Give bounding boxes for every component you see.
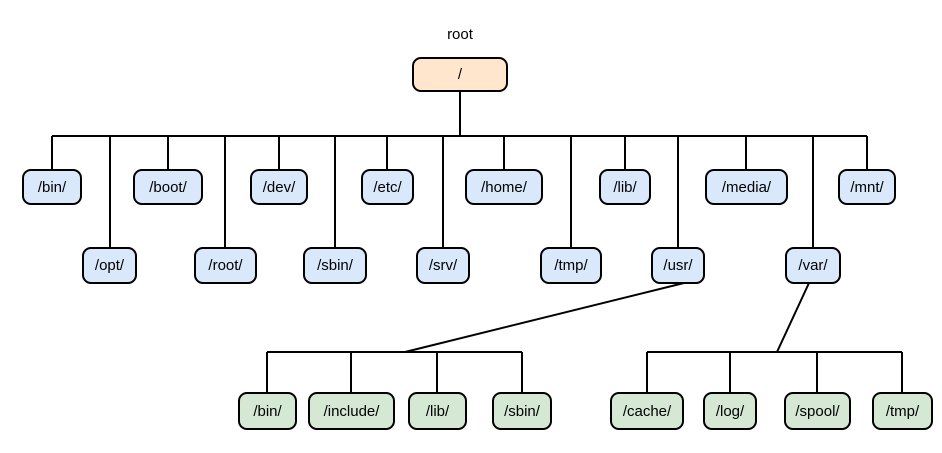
node-boot: /boot/ [133, 169, 203, 205]
node-srv: /srv/ [416, 247, 470, 284]
node-usr: /usr/ [651, 247, 705, 284]
node-root: / [412, 57, 508, 92]
node-root-dir: /root/ [194, 247, 257, 284]
node-home: /home/ [465, 169, 543, 205]
node-tmp: /tmp/ [540, 247, 602, 284]
node-var-cache: /cache/ [610, 392, 684, 430]
node-bin: /bin/ [22, 169, 82, 205]
node-sbin: /sbin/ [303, 247, 367, 284]
node-var: /var/ [785, 247, 841, 284]
node-var-log: /log/ [703, 392, 757, 430]
node-mnt: /mnt/ [838, 169, 896, 205]
node-dev: /dev/ [250, 169, 308, 205]
node-var-spool: /spool/ [784, 392, 851, 430]
node-usr-bin: /bin/ [238, 392, 297, 430]
node-lib: /lib/ [599, 169, 651, 205]
node-media: /media/ [705, 169, 788, 205]
node-usr-lib: /lib/ [408, 392, 467, 430]
node-usr-include: /include/ [308, 392, 395, 430]
node-etc: /etc/ [361, 169, 414, 205]
node-opt: /opt/ [82, 247, 137, 284]
node-usr-sbin: /sbin/ [492, 392, 552, 430]
node-var-tmp: /tmp/ [872, 392, 933, 430]
root-caption: root [447, 26, 473, 43]
